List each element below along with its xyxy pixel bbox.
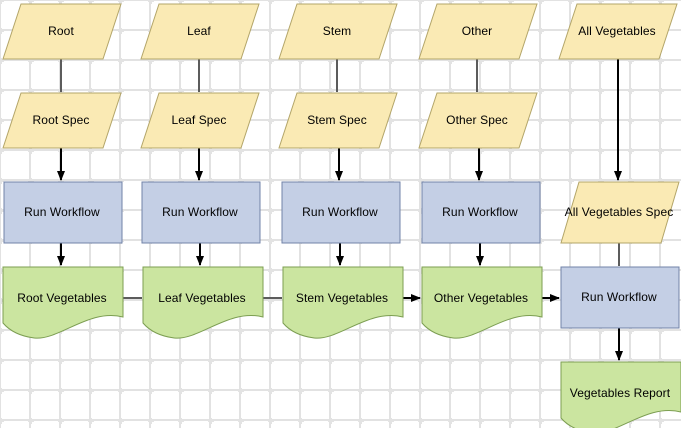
node-shape-process	[281, 181, 401, 244]
node-wf_stem[interactable]: Run Workflow	[281, 181, 401, 244]
node-other_spec[interactable]: Other Spec	[418, 92, 538, 149]
node-root_veg[interactable]: Root Vegetables	[2, 266, 124, 339]
node-allveg[interactable]: All Vegetables	[558, 3, 678, 60]
node-shape-process	[560, 266, 680, 329]
node-shape-parallelogram	[2, 3, 122, 60]
node-shape-document	[142, 266, 264, 339]
node-shape-document	[560, 361, 681, 428]
node-wf_allveg[interactable]: Run Workflow	[560, 266, 680, 329]
node-shape-parallelogram	[2, 92, 122, 149]
node-shape-parallelogram	[278, 3, 398, 60]
node-stem_veg[interactable]: Stem Vegetables	[282, 266, 404, 339]
node-shape-parallelogram	[418, 92, 538, 149]
node-shape-document	[282, 266, 404, 339]
node-allveg_spec[interactable]: All Vegetables Spec	[560, 181, 680, 244]
node-wf_root[interactable]: Run Workflow	[3, 181, 123, 244]
node-shape-document	[2, 266, 124, 339]
node-shape-parallelogram	[278, 92, 398, 149]
node-shape-process	[3, 181, 123, 244]
node-root_spec[interactable]: Root Spec	[2, 92, 122, 149]
node-other[interactable]: Other	[418, 3, 538, 60]
node-shape-parallelogram	[560, 181, 680, 244]
node-shape-process	[421, 181, 541, 244]
node-shape-parallelogram	[140, 3, 260, 60]
node-stem_spec[interactable]: Stem Spec	[278, 92, 398, 149]
node-veg_report[interactable]: Vegetables Report	[560, 361, 681, 428]
node-shape-parallelogram	[140, 92, 260, 149]
node-leaf[interactable]: Leaf	[140, 3, 260, 60]
node-root[interactable]: Root	[2, 3, 122, 60]
node-stem[interactable]: Stem	[278, 3, 398, 60]
node-shape-parallelogram	[558, 3, 678, 60]
node-shape-process	[141, 181, 261, 244]
node-leaf_spec[interactable]: Leaf Spec	[140, 92, 260, 149]
node-shape-parallelogram	[418, 3, 538, 60]
node-wf_other[interactable]: Run Workflow	[421, 181, 541, 244]
node-leaf_veg[interactable]: Leaf Vegetables	[142, 266, 264, 339]
node-shape-document	[421, 266, 543, 339]
node-wf_leaf[interactable]: Run Workflow	[141, 181, 261, 244]
node-other_veg[interactable]: Other Vegetables	[421, 266, 543, 339]
